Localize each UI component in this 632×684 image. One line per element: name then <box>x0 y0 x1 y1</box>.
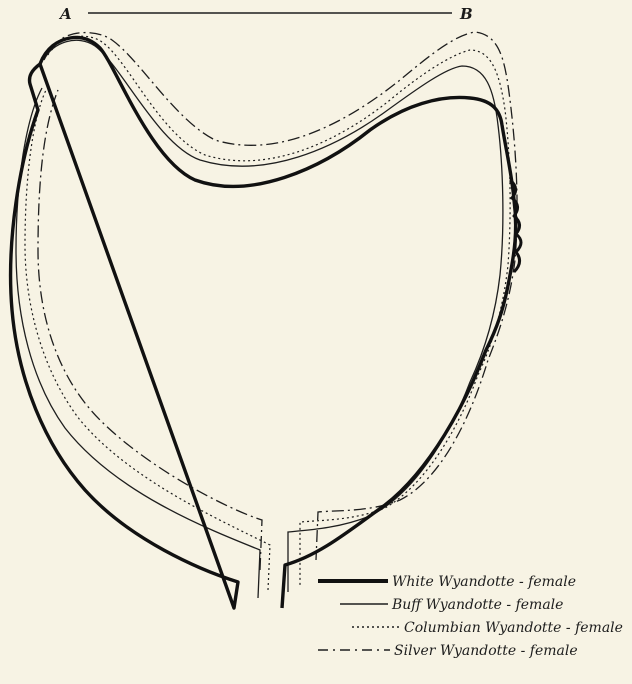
white-wyandotte-outline <box>11 37 516 608</box>
point-label-b: B <box>459 5 473 23</box>
legend-label-buff: Buff Wyandotte - female <box>391 597 563 613</box>
legend-label-columbian: Columbian Wyandotte - female <box>404 620 623 636</box>
legend-label-silver: Silver Wyandotte - female <box>394 643 578 659</box>
legend-label-white: White Wyandotte - female <box>392 574 576 590</box>
silver-wyandotte-outline <box>38 32 517 570</box>
buff-wyandotte-outline <box>16 40 503 598</box>
point-label-a: A <box>58 5 72 23</box>
columbian-wyandotte-outline <box>25 36 510 590</box>
